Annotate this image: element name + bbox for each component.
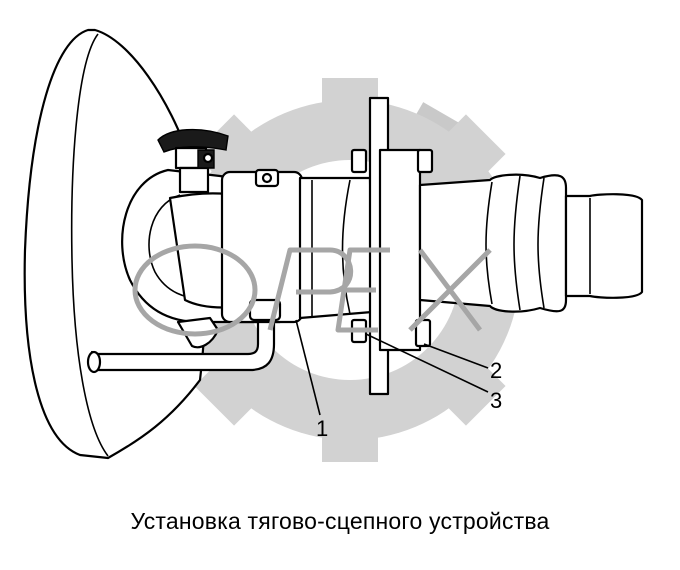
callout-3: 3 [490,388,502,413]
callout-1: 1 [316,416,328,441]
figure-caption: Установка тягово-сцепного устройства [130,508,550,534]
leader-line-3 [365,333,489,393]
reflector-rim [70,33,109,457]
bolt-top [350,148,434,174]
buffer-sleeve [418,173,568,313]
end-cap [564,193,644,299]
leader-line-2 [423,343,489,369]
latch-handle [157,128,229,194]
watermark-logo [132,243,492,337]
leader-line-1 [295,319,321,416]
callout-2: 2 [490,358,502,383]
